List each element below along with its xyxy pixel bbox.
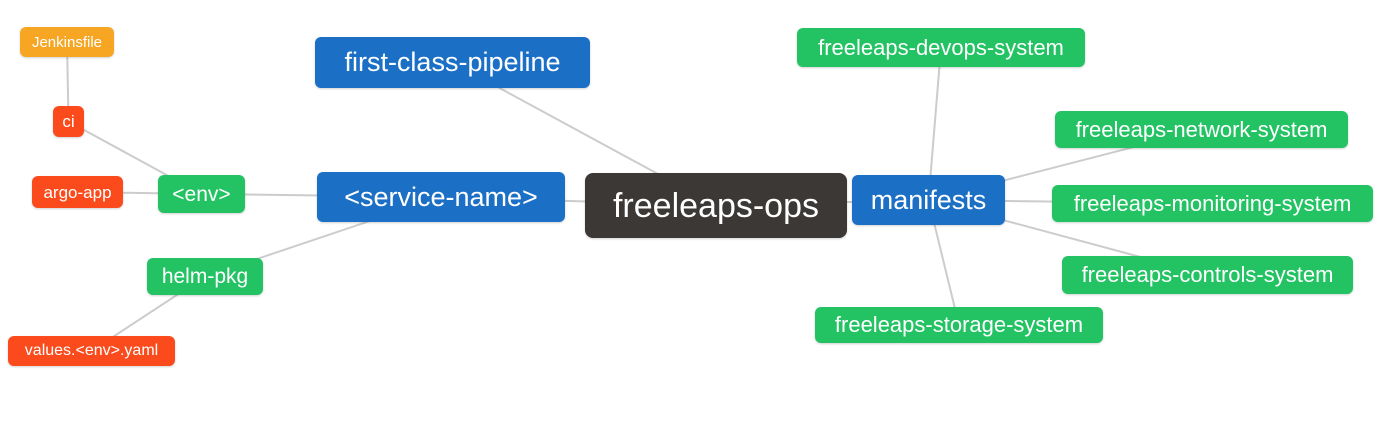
node-values-env-yaml[interactable]: values.<env>.yaml <box>8 336 175 366</box>
node-service-name[interactable]: <service-name> <box>317 172 565 222</box>
node-env[interactable]: <env> <box>158 175 245 213</box>
node-first-class-pipeline[interactable]: first-class-pipeline <box>315 37 590 88</box>
node-helm-pkg[interactable]: helm-pkg <box>147 258 263 295</box>
edge-manifests--freeleaps-devops-system <box>927 46 942 201</box>
node-jenkinsfile[interactable]: Jenkinsfile <box>20 27 114 57</box>
node-ci[interactable]: ci <box>53 106 84 137</box>
node-freeleaps-controls-system[interactable]: freeleaps-controls-system <box>1062 256 1353 294</box>
node-freeleaps-monitoring-system[interactable]: freeleaps-monitoring-system <box>1052 185 1373 222</box>
node-freeleaps-devops-system[interactable]: freeleaps-devops-system <box>797 28 1085 67</box>
node-freeleaps-ops[interactable]: freeleaps-ops <box>585 173 847 238</box>
node-argo-app[interactable]: argo-app <box>32 176 123 208</box>
node-manifests[interactable]: manifests <box>852 175 1005 225</box>
node-freeleaps-storage-system[interactable]: freeleaps-storage-system <box>815 307 1103 343</box>
node-freeleaps-network-system[interactable]: freeleaps-network-system <box>1055 111 1348 148</box>
